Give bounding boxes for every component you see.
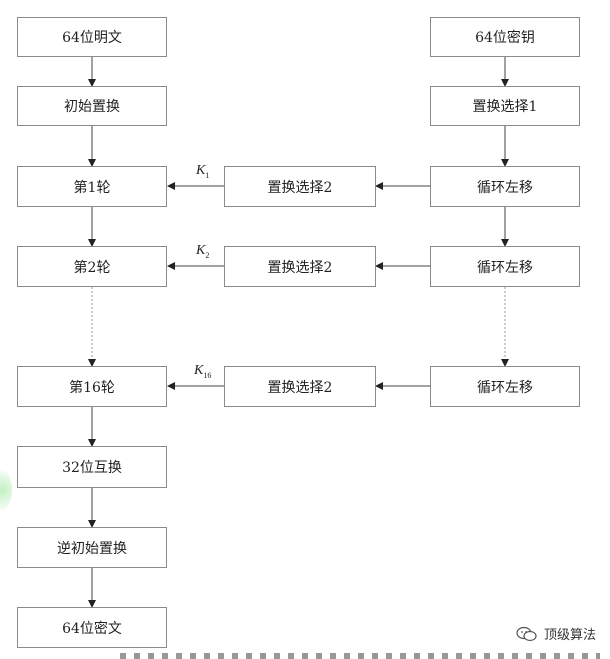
round16-label: 第16轮 <box>69 379 115 396</box>
inverse-permutation-box: 逆初始置换 <box>17 527 167 568</box>
pc1-box: 置换选择1 <box>430 86 580 126</box>
ciphertext-box: 64位密文 <box>17 607 167 648</box>
watermark-text: 顶级算法 <box>543 628 596 643</box>
pc2-label-1: 置换选择2 <box>267 179 333 196</box>
pc2-box-2: 置换选择2 <box>224 246 376 287</box>
ciphertext-label: 64位密文 <box>62 620 122 637</box>
shift-label-1: 循环左移 <box>477 179 533 196</box>
pc2-label-2: 置换选择2 <box>267 259 333 276</box>
subkey-label-k16: K16 <box>194 363 212 380</box>
round1-label: 第1轮 <box>73 179 111 196</box>
round2-box: 第2轮 <box>17 246 167 287</box>
round1-box: 第1轮 <box>17 166 167 207</box>
pc2-label-16: 置换选择2 <box>267 379 333 396</box>
initial-permutation-box: 初始置换 <box>17 86 167 126</box>
green-glow-artifact <box>0 470 12 510</box>
swap32-label: 32位互换 <box>62 460 122 476</box>
wechat-icon <box>516 626 537 641</box>
initial-permutation-label: 初始置换 <box>64 99 120 115</box>
pc1-label: 置换选择1 <box>472 99 538 115</box>
bottom-text-strip <box>120 653 600 659</box>
pc2-box-16: 置换选择2 <box>224 366 376 407</box>
plaintext-label: 64位明文 <box>62 30 122 46</box>
round2-label: 第2轮 <box>73 259 111 276</box>
shift-box-2: 循环左移 <box>430 246 580 287</box>
key-label: 64位密钥 <box>475 30 535 46</box>
plaintext-box: 64位明文 <box>17 17 167 57</box>
watermark: 顶级算法 <box>516 624 596 643</box>
shift-label-2: 循环左移 <box>477 259 533 276</box>
key-box: 64位密钥 <box>430 17 580 57</box>
round16-box: 第16轮 <box>17 366 167 407</box>
inverse-permutation-label: 逆初始置换 <box>57 540 127 557</box>
subkey-label-k1: K1 <box>196 163 210 180</box>
shift-label-16: 循环左移 <box>477 379 533 396</box>
shift-box-16: 循环左移 <box>430 366 580 407</box>
shift-box-1: 循环左移 <box>430 166 580 207</box>
swap32-box: 32位互换 <box>17 446 167 488</box>
pc2-box-1: 置换选择2 <box>224 166 376 207</box>
subkey-label-k2: K2 <box>196 243 210 260</box>
